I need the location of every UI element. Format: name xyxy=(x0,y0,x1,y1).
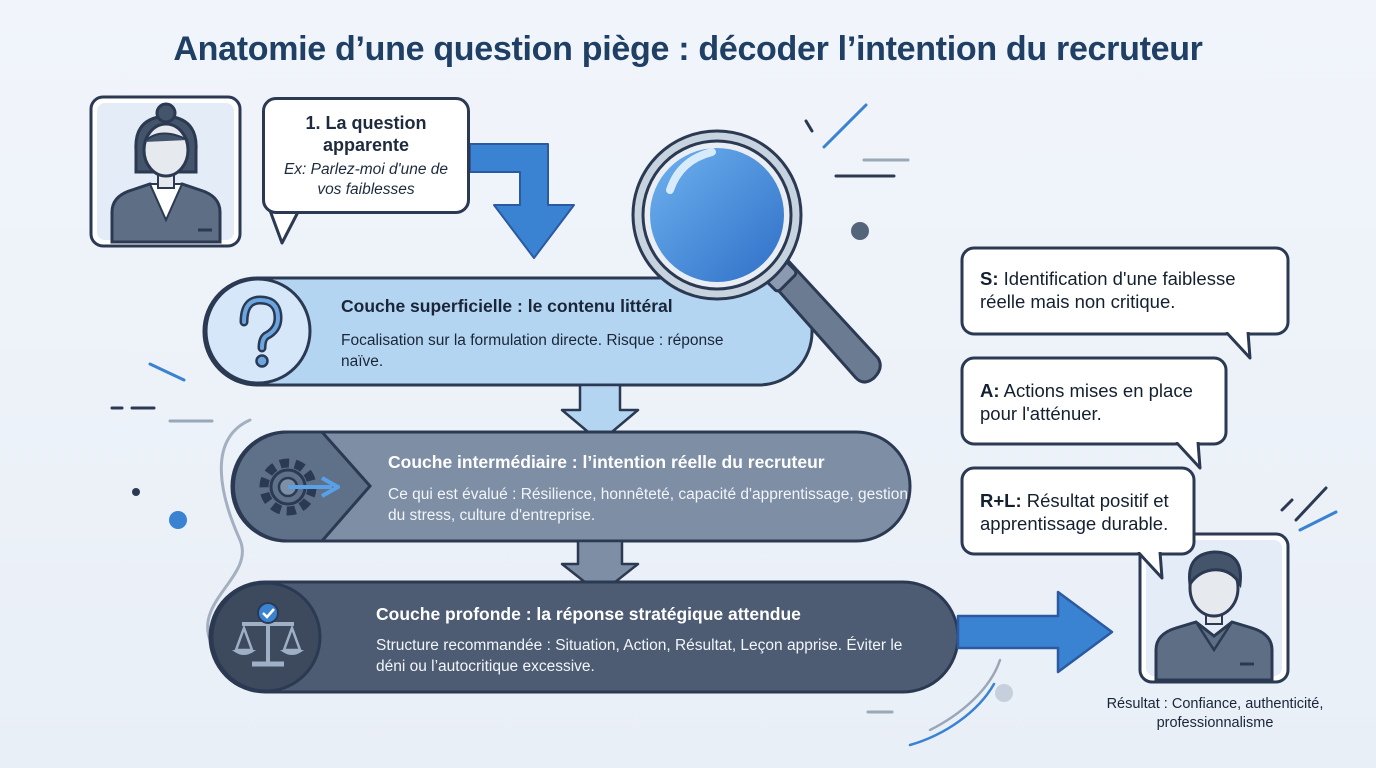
question-bubble-tail xyxy=(266,204,300,245)
layer-deep-title: Couche profonde : la réponse stratégique… xyxy=(376,604,801,624)
arrow-icon xyxy=(469,143,575,259)
arrow-icon xyxy=(560,383,640,444)
star-letter-s: S: xyxy=(980,268,999,289)
star-bubble-s: S: Identification d'une faiblesse réelle… xyxy=(980,267,1280,313)
star-letter-rl: R+L: xyxy=(980,490,1022,511)
decorative-marks xyxy=(110,103,1338,747)
question-bubble: 1. La question apparente Ex: Parlez-moi … xyxy=(262,97,470,214)
recruiter-avatar-icon xyxy=(89,95,242,248)
page-title: Anatomie d’une question piège : décoder … xyxy=(173,30,1203,68)
layer-intermediate-description: Ce qui est évalué : Résilience, honnêtet… xyxy=(388,486,908,524)
star-bubble-a: A: Actions mises en place pour l'atténue… xyxy=(980,379,1220,425)
layer-intermediate-shape xyxy=(230,430,912,543)
star-text-a: Actions mises en place pour l'atténuer. xyxy=(980,380,1193,424)
magnifying-glass-icon xyxy=(631,129,882,384)
layer-surface-description: Focalisation sur la formulation directe.… xyxy=(341,332,724,370)
star-letter-a: A: xyxy=(980,380,1000,401)
result-caption: Résultat : Confiance, authenticité, prof… xyxy=(1106,696,1324,731)
question-bubble-title: 1. La question apparente xyxy=(305,113,427,155)
arrow-icon xyxy=(560,539,640,596)
layer-intermediate-title: Couche intermédiaire : l’intention réell… xyxy=(388,452,825,472)
arrow-icon xyxy=(956,590,1114,674)
question-bubble-example: Ex: Parlez-moi d'une de vos faiblesses xyxy=(283,161,449,198)
layer-surface-title: Couche superficielle : le contenu littér… xyxy=(341,296,673,316)
layer-deep-description: Structure recommandée : Situation, Actio… xyxy=(376,637,903,675)
layer-deep-shape xyxy=(208,580,960,694)
star-bubble-a-shape xyxy=(960,356,1228,470)
star-text-rl: Résultat positif et apprentissage durabl… xyxy=(980,490,1169,534)
star-bubble-rl: R+L: Résultat positif et apprentissage d… xyxy=(980,489,1195,535)
star-bubble-rl-shape xyxy=(960,466,1196,580)
layer-surface-shape xyxy=(202,276,814,387)
candidate-avatar-icon xyxy=(1138,532,1290,684)
star-bubble-s-shape xyxy=(960,246,1290,360)
star-text-s: Identification d'une faiblesse réelle ma… xyxy=(980,268,1236,312)
